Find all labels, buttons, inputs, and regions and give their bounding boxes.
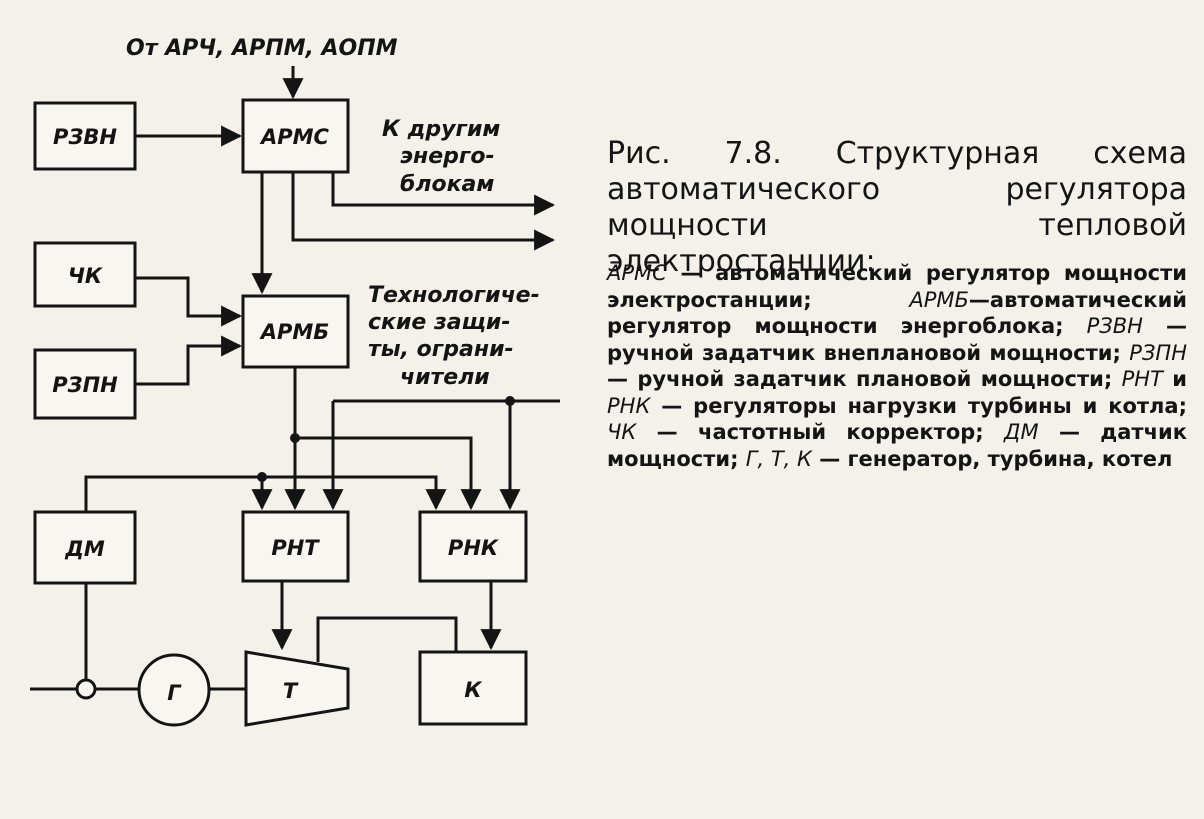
turbine-t: Т [244,650,350,727]
legend-abbr-gtk: Г, Т, К [745,446,812,471]
to-other-units-line1: К другим [382,117,500,142]
block-rnk: РНК [418,510,528,583]
generator-g: Г [137,653,211,727]
legend-abbr-rnk: РНК [607,393,651,418]
block-dm: ДМ [33,510,137,585]
block-rnt: РНТ [241,510,350,583]
block-arms: АРМС [241,98,350,174]
legend-text-armb: —автоматический регулятор мощности энерг… [607,287,1187,339]
tech-protections-line1: Технологиче- [368,283,540,308]
legend-text-arms: — автоматический регулятор мощности элек… [607,261,1187,312]
legend-text-rzvn: — ручной задатчик внеплановой мощности; [607,314,1187,365]
boiler-k: К [418,650,528,726]
chk-to-armb-arrow [135,276,243,327]
tech-protections-line4: чители [400,365,490,390]
legend-text-dm: — датчик мощности; [607,420,1187,471]
legend-abbr-armb: АРМБ [909,287,969,312]
arms-output-2-arrow [291,172,556,251]
legend-abbr-arms: АРМС [607,261,667,285]
to-other-units-line3: блокам [400,172,494,197]
to-other-units-line2: энерго- [400,144,495,169]
power-sensor-node [75,678,97,700]
svg-text:ДМ: ДМ [64,537,105,561]
legend-abbr-chk: ЧК [607,420,637,444]
arms-output-1-arrow [331,172,556,216]
input-signals-label: От АРЧ, АРПМ, АОПМ [126,36,398,61]
svg-text:К: К [464,678,482,702]
block-armb: АРМБ [241,294,350,369]
tech-protections-line3: ты, ограни- [368,337,514,362]
tech-protections-line2: ские защи- [368,310,510,335]
svg-text:РНК: РНК [448,536,499,560]
figure-caption-title: Рис. 7.8. Структурная схема автоматическ… [607,136,1187,279]
svg-text:РЗВН: РЗВН [53,125,117,149]
legend-abbr-dm: ДМ [1004,420,1039,444]
legend-abbr-rzpn: РЗПН [1129,340,1187,365]
legend-text-gtk: — генератор, турбина, котел [811,446,1173,471]
boiler-to-turbine-line [316,616,458,662]
legend-text-rzpn: — ручной задатчик плановой мощности; [607,367,1122,391]
block-chk: ЧК [33,241,137,308]
legend-abbr-rnt: РНТ [1121,367,1163,391]
armb-to-rnk-arrow [295,436,482,511]
rzpn-to-armb-arrow [135,335,243,386]
legend-text-rnt: и [1162,367,1187,391]
legend-text-rnk: — регуляторы нагрузки турбины и котла; [650,393,1187,418]
svg-text:АРМБ: АРМБ [259,320,330,344]
svg-text:Т: Т [283,679,299,703]
block-rzpn: РЗПН [33,348,137,420]
svg-text:РЗПН: РЗПН [52,373,118,397]
figure-caption-legend: АРМС — автоматический регулятор мощности… [607,260,1187,472]
svg-text:ЧК: ЧК [68,264,103,288]
svg-text:РНТ: РНТ [271,536,320,560]
legend-abbr-rzvn: РЗВН [1086,314,1143,338]
block-rzvn: РЗВН [33,101,137,171]
svg-text:Г: Г [167,681,182,705]
svg-text:АРМС: АРМС [259,125,330,149]
legend-text-chk: — частотный корректор; [636,420,1005,444]
